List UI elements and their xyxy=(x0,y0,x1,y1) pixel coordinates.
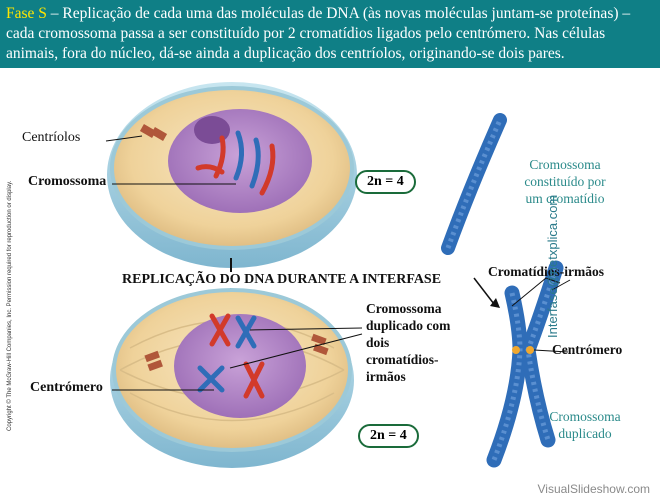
diagram-illustration xyxy=(105,82,571,468)
bottom-chromosomes xyxy=(197,313,265,399)
ploidy-bottom: 2n = 4 xyxy=(358,424,419,448)
dup-line2: duplicado xyxy=(558,426,612,441)
top-cell xyxy=(107,82,357,268)
duplicado-line5: irmãos xyxy=(366,369,406,384)
single-line1: Cromossoma xyxy=(529,157,601,172)
label-cromossoma: Cromossoma xyxy=(28,174,107,189)
bottom-cell xyxy=(110,288,354,468)
header-description: – Replicação de cada uma das moléculas d… xyxy=(6,5,631,62)
label-centromero-right: Centrómero xyxy=(552,342,623,357)
duplicado-line3: dois xyxy=(366,335,390,350)
phase-label: Fase S xyxy=(6,5,47,22)
label-sister-chromatids: Cromatídios-irmãos xyxy=(488,264,604,279)
ploidy-top: 2n = 4 xyxy=(355,170,416,194)
header-text: Fase S – Replicação de cada uma das molé… xyxy=(6,4,656,64)
single-chromatid-chromosome xyxy=(441,113,507,255)
duplication-arrow xyxy=(473,277,500,308)
label-duplicated-block: Cromossoma duplicado com dois cromatídio… xyxy=(366,300,450,385)
leader-lines xyxy=(105,135,363,391)
top-chromosomes xyxy=(195,130,276,196)
diagram-stage: Centríolos Cromossoma 2n = 4 REPLICAÇÃO … xyxy=(0,68,660,500)
label-dup-block: Cromossoma duplicado xyxy=(530,408,640,442)
single-line2: constituído por xyxy=(524,174,606,189)
top-centrioles xyxy=(139,124,168,141)
duplicado-line4: cromatídios- xyxy=(366,352,439,367)
sister-leaders xyxy=(511,277,571,353)
duplicado-line2: duplicado com xyxy=(366,318,451,333)
label-centriolos: Centríolos xyxy=(22,130,81,145)
watermark: VisualSlideshow.com xyxy=(537,482,650,496)
copyright-notice: Copyright © The McGraw-Hill Companies, I… xyxy=(7,180,13,431)
single-line3: um cromatídio xyxy=(525,191,605,206)
label-centromero-left: Centrómero xyxy=(30,380,103,395)
bottom-nucleus xyxy=(174,314,306,418)
centromere-dot-left xyxy=(512,346,520,354)
centromere-dot-right xyxy=(526,346,534,354)
label-replication: REPLICAÇÃO DO DNA DURANTE A INTERFASE xyxy=(120,272,444,288)
header-bar: Fase S – Replicação de cada uma das molé… xyxy=(0,0,660,68)
dup-line1: Cromossoma xyxy=(549,409,621,424)
duplicated-chromosome xyxy=(486,260,564,468)
duplicado-line1: Cromossoma xyxy=(366,301,442,316)
site-credit: Interfase@netxplica.com xyxy=(545,194,560,338)
label-single-block: Cromossoma constituído por um cromatídio xyxy=(500,156,630,207)
bottom-centrioles xyxy=(144,333,329,372)
